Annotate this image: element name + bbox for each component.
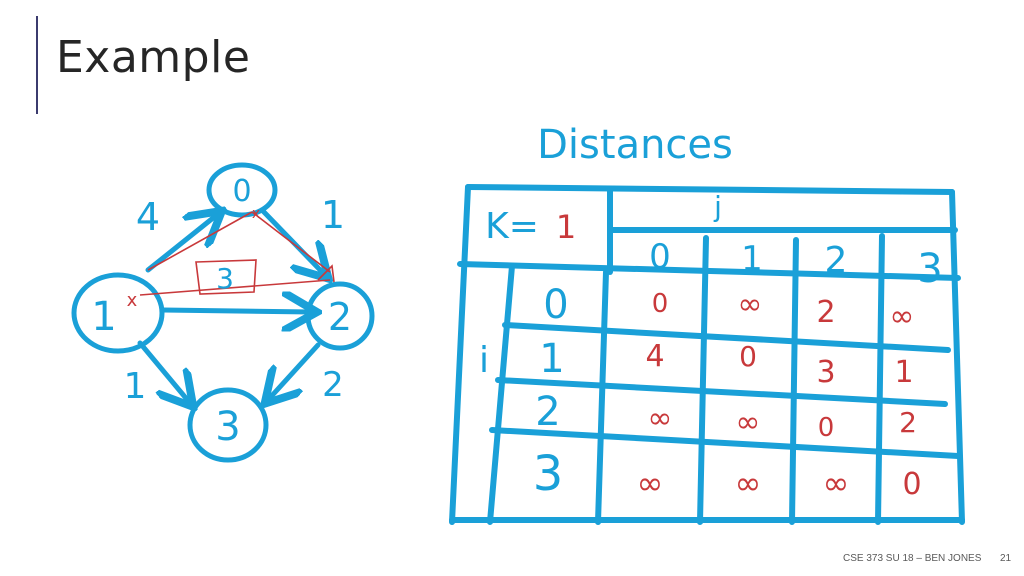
- col-header-3: 3: [917, 246, 942, 292]
- edge-2-3: [268, 342, 321, 400]
- row-header-3: 3: [533, 446, 564, 502]
- node-2-circle: [305, 281, 375, 351]
- edge-weight-2-3: 2: [322, 365, 344, 405]
- node-2-label: 2: [328, 295, 352, 339]
- edge-1-2: [160, 310, 312, 312]
- distance-table: K= 1 j i 0 1 2 3 0 1 2 3 0 ∞ 2 ∞ 4 0 3 1…: [479, 190, 943, 502]
- edge-1-0: [145, 214, 218, 273]
- distance-table-grid: [449, 184, 965, 525]
- cell-3-2: ∞: [823, 464, 850, 502]
- col-header-0: 0: [649, 237, 671, 277]
- edge-1-3: [137, 340, 190, 403]
- row-header-2: 2: [535, 389, 560, 435]
- edge-weight-1-0: 4: [136, 195, 160, 239]
- cell-3-0: ∞: [637, 464, 664, 502]
- node-0-circle: [206, 162, 278, 218]
- cell-2-2: 0: [818, 413, 835, 443]
- table-heading: Distances: [537, 122, 733, 168]
- cell-1-0: 4: [645, 339, 664, 374]
- footer-course: CSE 373 SU 18 – BEN JONES: [843, 553, 982, 564]
- graph: [71, 162, 375, 463]
- node-1-label: 1: [91, 294, 116, 340]
- edge-0-2: [259, 207, 325, 275]
- annotation-mark: x: [127, 290, 138, 311]
- row-header-0: 0: [543, 282, 568, 328]
- annotation-path-length: 3: [216, 262, 234, 295]
- accent-bar: [36, 16, 38, 114]
- cell-2-1: ∞: [736, 405, 761, 440]
- col-header-1: 1: [741, 239, 763, 279]
- node-0-label: 0: [232, 174, 251, 209]
- cell-3-1: ∞: [735, 464, 762, 502]
- cell-0-0: 0: [652, 289, 669, 319]
- node-3-label: 3: [215, 404, 240, 450]
- node-1-circle: [71, 272, 165, 354]
- cell-2-3: 2: [899, 406, 917, 439]
- cell-1-3: 1: [894, 355, 913, 390]
- row-header-1: 1: [539, 336, 564, 382]
- edge-weight-1-3: 1: [124, 366, 147, 407]
- annotation-mark-node-0: x: [252, 206, 260, 222]
- page-number: 21: [1000, 553, 1012, 564]
- cell-3-3: 0: [902, 467, 921, 502]
- edge-weight-0-2: 1: [321, 193, 345, 237]
- cell-0-1: ∞: [738, 287, 763, 322]
- col-header-2: 2: [825, 240, 848, 281]
- slide-title: Example: [56, 32, 251, 83]
- cell-1-2: 3: [816, 355, 835, 390]
- node-3-circle: [187, 387, 269, 463]
- k-label: K=: [485, 206, 539, 247]
- col-axis-label: j: [713, 190, 722, 223]
- row-axis-label: i: [479, 340, 489, 381]
- cell-0-2: 2: [816, 295, 835, 330]
- k-value: 1: [556, 208, 576, 246]
- red-annotations: [139, 211, 335, 296]
- cell-2-0: ∞: [648, 401, 673, 436]
- cell-0-3: ∞: [890, 299, 915, 334]
- cell-1-1: 0: [739, 340, 757, 373]
